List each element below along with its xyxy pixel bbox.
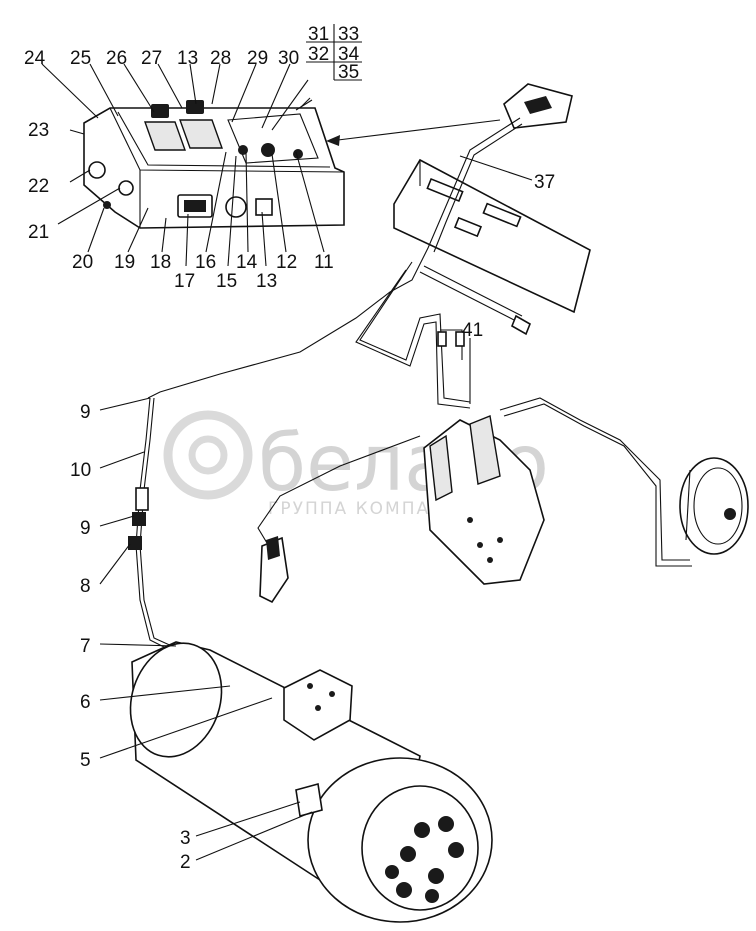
- callout-3: 3: [180, 828, 191, 849]
- callout-13-top: 13: [177, 48, 198, 69]
- callout-26: 26: [106, 48, 127, 69]
- callout-30: 30: [278, 48, 299, 69]
- axle-housing: [129, 641, 493, 923]
- callout-12: 12: [276, 252, 297, 273]
- callout-25: 25: [70, 48, 91, 69]
- callout-15: 15: [216, 271, 237, 292]
- callout-10: 10: [70, 460, 91, 481]
- brake-drum: [679, 457, 749, 555]
- callout-13-bottom: 13: [256, 271, 277, 292]
- callout-28: 28: [210, 48, 231, 69]
- cab-panel: [393, 158, 591, 336]
- callout-23: 23: [28, 120, 49, 141]
- watermark-subtitle: ГРУППА КОМПАНИЙ: [268, 497, 474, 519]
- callout-14: 14: [236, 252, 258, 273]
- callout-35: 35: [338, 62, 359, 83]
- callout-17: 17: [174, 271, 195, 292]
- callout-31: 31: [308, 24, 329, 45]
- callout-2: 2: [180, 852, 191, 873]
- callout-32: 32: [308, 44, 329, 65]
- callout-9-upper: 9: [80, 402, 91, 423]
- callout-20: 20: [72, 252, 93, 273]
- callouts: 24 25 26 27 13 28 29 30 31 32 33 34 35 2…: [24, 24, 555, 873]
- callout-18: 18: [150, 252, 171, 273]
- callout-21: 21: [28, 222, 49, 243]
- callout-24: 24: [24, 48, 46, 69]
- callout-22: 22: [28, 176, 49, 197]
- callout-29: 29: [247, 48, 268, 69]
- callout-16: 16: [195, 252, 216, 273]
- callout-5: 5: [80, 750, 91, 771]
- callout-33: 33: [338, 24, 359, 45]
- leader-lines: [41, 24, 533, 861]
- indicator-unit: [503, 83, 573, 129]
- callout-41: 41: [462, 320, 483, 341]
- callout-8: 8: [80, 576, 91, 597]
- distributor: [423, 415, 545, 585]
- sensor: [259, 536, 289, 604]
- callout-11: 11: [314, 252, 334, 273]
- callout-27: 27: [141, 48, 162, 69]
- callout-37: 37: [534, 172, 555, 193]
- control-panel: [83, 97, 345, 229]
- callout-6: 6: [80, 692, 91, 713]
- callout-19: 19: [114, 252, 135, 273]
- callout-9-lower: 9: [80, 518, 91, 539]
- callout-7: 7: [80, 636, 91, 657]
- callout-34: 34: [338, 44, 360, 65]
